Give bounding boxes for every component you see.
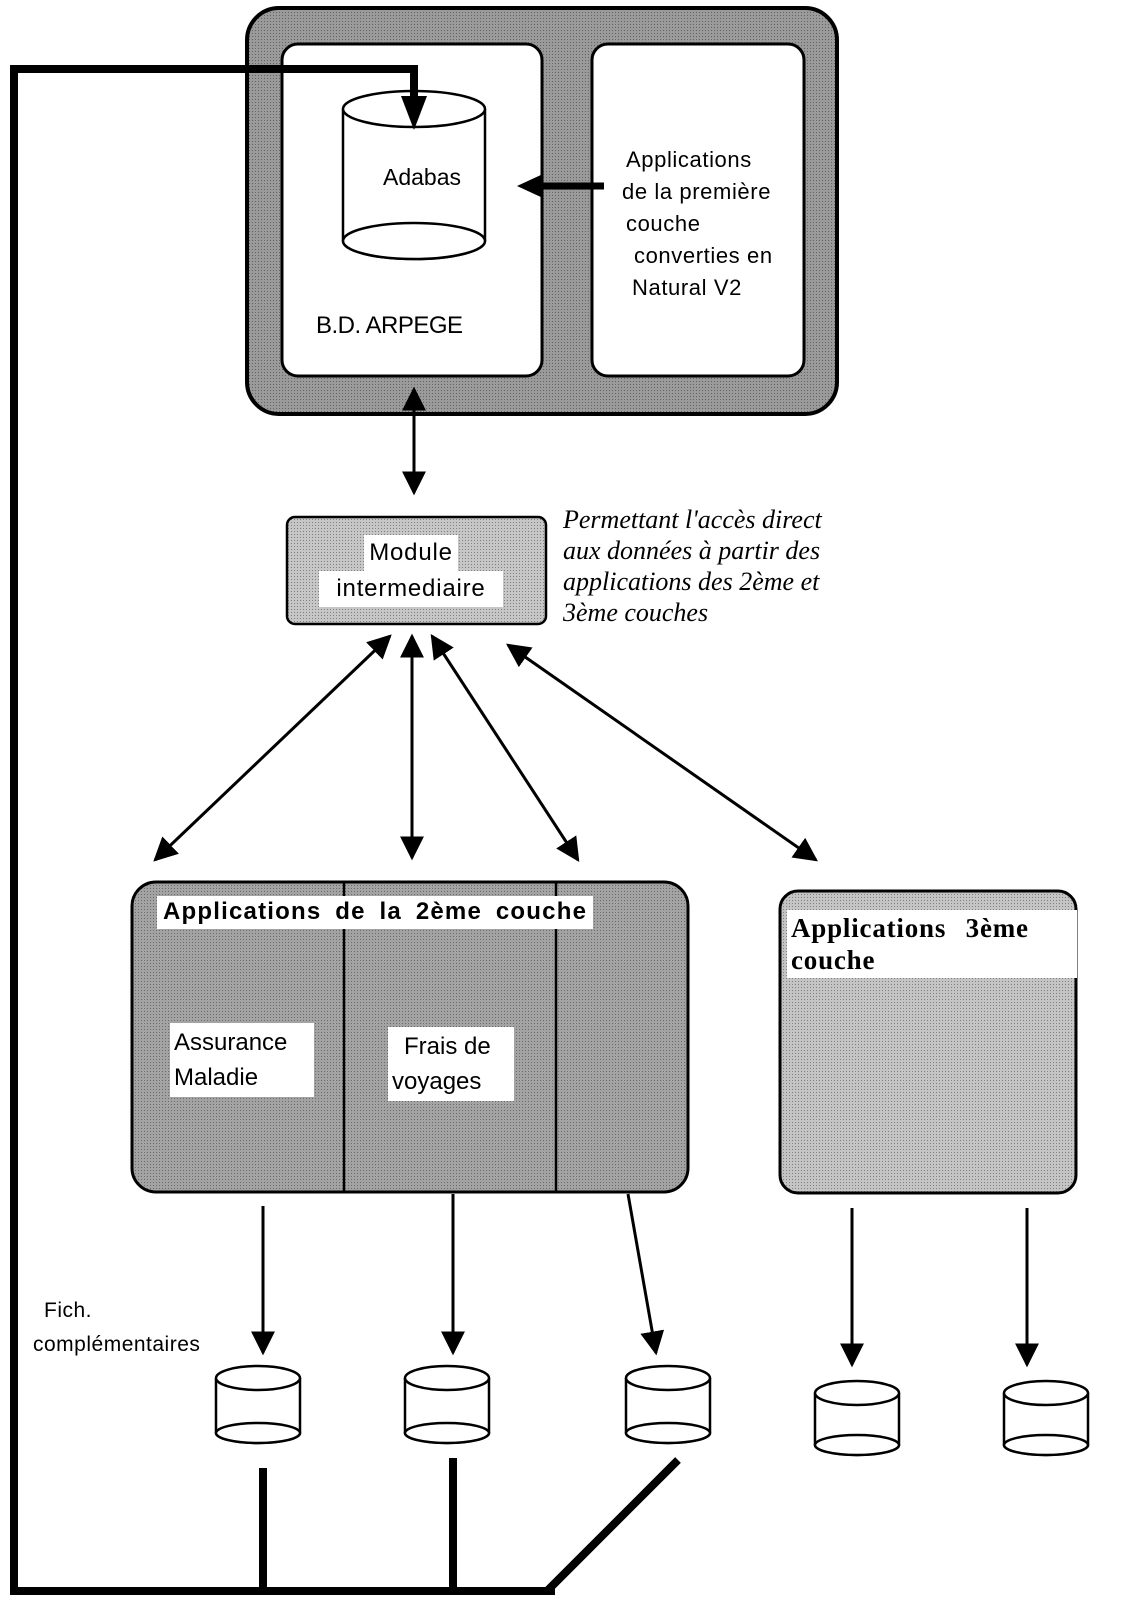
arrow-module-third-column: [430, 633, 580, 863]
module-label-line-1: Module: [364, 535, 458, 571]
first-layer-line-4: converties en: [634, 243, 773, 268]
arrow-module-third-layer: [506, 643, 818, 862]
second-layer-title: Applications de la 2ème couche: [157, 896, 594, 929]
feedback-arrowhead: [401, 96, 427, 130]
app-frais-de-voyages: Frais de voyages: [388, 1027, 514, 1101]
third-layer-title: Applications 3ème couche: [787, 910, 1077, 978]
module-label: Module intermediaire: [318, 535, 504, 607]
module-app-arrows: [153, 633, 818, 863]
module-note: Permettant l'accès direct aux données à …: [563, 504, 822, 628]
file-cylinder-third: [624, 1364, 712, 1445]
app-assurance-line-1: Assurance: [174, 1029, 288, 1056]
note-line-3: applications des 2ème et: [563, 567, 820, 596]
adabas-label: Adabas: [383, 164, 462, 190]
file-cylinder-layer3-b: [1002, 1379, 1090, 1457]
app-frais-line-1: Frais de: [404, 1033, 491, 1060]
file-cylinder-frais: [403, 1364, 491, 1445]
first-layer-line-3: couche: [626, 211, 701, 236]
app-frais-line-2: voyages: [392, 1068, 482, 1095]
first-layer-panel: [590, 42, 806, 378]
first-layer-line-2: de la première: [622, 179, 772, 204]
extra-files-line-1: Fich.: [44, 1299, 93, 1322]
note-line-4: 3ème couches: [563, 598, 709, 627]
app-assurance-maladie: Assurance Maladie: [170, 1023, 314, 1097]
file-cylinders: [214, 1364, 1090, 1457]
third-layer-title-line-2: couche: [791, 945, 876, 975]
first-layer-line-5: Natural V2: [632, 275, 742, 300]
app-assurance-line-2: Maladie: [174, 1064, 259, 1091]
first-layer-to-db-arrow: [517, 174, 604, 198]
feedback-loop: [10, 65, 681, 1595]
note-line-2: aux données à partir des: [563, 536, 821, 565]
third-layer-title-line-1: Applications 3ème: [791, 913, 1029, 943]
extra-files-line-2: complémentaires: [33, 1333, 201, 1356]
first-layer-apps-text: Applications de la première couche conve…: [614, 144, 773, 304]
note-line-1: Permettant l'accès direct: [563, 505, 822, 534]
file-arrows: [251, 1193, 1039, 1368]
arrow-module-assurance: [153, 634, 392, 862]
module-label-line-2: intermediaire: [319, 571, 503, 607]
first-layer-line-1: Applications: [626, 147, 752, 172]
file-cylinder-layer3-a: [813, 1379, 901, 1457]
file-cylinder-assurance: [214, 1364, 302, 1445]
extra-files-label: Fich. complémentaires: [33, 1294, 200, 1362]
database-label: B.D. ARPEGE: [316, 312, 463, 339]
